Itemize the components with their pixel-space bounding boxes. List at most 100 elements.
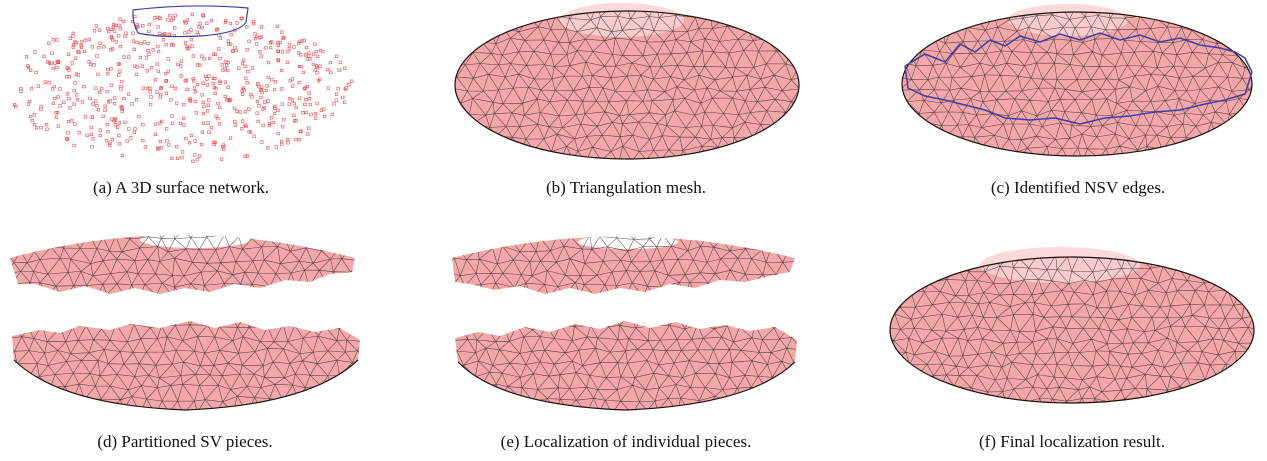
network-node xyxy=(159,122,162,125)
network-node xyxy=(148,53,151,56)
network-node xyxy=(338,69,341,72)
network-node xyxy=(343,101,346,104)
network-node xyxy=(196,31,199,34)
network-node xyxy=(261,141,264,144)
network-node xyxy=(343,67,346,70)
network-node xyxy=(31,119,34,122)
network-node xyxy=(277,109,280,112)
network-node xyxy=(157,26,160,29)
network-node xyxy=(162,39,165,42)
network-node xyxy=(89,97,92,100)
network-node xyxy=(121,154,124,157)
network-node xyxy=(217,102,220,105)
network-node xyxy=(103,45,106,48)
network-node xyxy=(264,101,267,104)
network-node xyxy=(303,87,306,90)
network-node xyxy=(35,126,38,129)
network-node xyxy=(234,124,237,127)
network-node xyxy=(265,47,268,50)
network-node xyxy=(191,45,194,48)
network-node xyxy=(69,107,72,110)
network-node xyxy=(149,90,152,93)
caption-a: (a) A 3D surface network. xyxy=(93,178,269,198)
network-node xyxy=(67,132,70,135)
network-node xyxy=(78,132,81,135)
network-node xyxy=(206,84,209,87)
network-node xyxy=(160,93,163,96)
network-node xyxy=(175,102,178,105)
network-node xyxy=(128,128,131,131)
network-node xyxy=(56,66,59,69)
network-node xyxy=(52,39,55,42)
network-node xyxy=(81,101,84,104)
network-node xyxy=(295,138,298,141)
network-node xyxy=(147,49,150,52)
network-node xyxy=(199,22,202,25)
network-node xyxy=(287,142,290,145)
network-node xyxy=(156,63,159,66)
network-node xyxy=(254,33,257,36)
network-node xyxy=(167,19,170,22)
network-node xyxy=(20,87,23,90)
network-node xyxy=(312,63,315,66)
network-node xyxy=(282,37,285,40)
network-node xyxy=(260,26,263,29)
network-node xyxy=(59,88,62,91)
network-node xyxy=(73,90,76,93)
network-node xyxy=(159,140,162,143)
mesh-cap-b xyxy=(560,3,684,37)
network-node xyxy=(281,88,284,91)
network-node xyxy=(293,102,296,105)
network-node xyxy=(248,108,251,111)
network-node xyxy=(57,125,60,128)
network-node xyxy=(132,40,135,43)
network-node xyxy=(145,57,148,60)
network-node xyxy=(68,76,71,79)
network-node xyxy=(207,122,210,125)
network-node xyxy=(88,38,91,41)
network-node xyxy=(288,44,291,47)
network-node xyxy=(283,36,286,39)
network-node xyxy=(241,128,244,131)
network-node xyxy=(124,121,127,124)
network-node xyxy=(72,35,75,38)
network-node xyxy=(256,112,259,115)
network-node xyxy=(271,78,274,81)
network-node xyxy=(293,46,296,49)
network-node xyxy=(77,74,80,77)
network-node xyxy=(99,134,102,137)
network-node xyxy=(204,75,207,78)
network-node xyxy=(30,87,33,90)
network-node xyxy=(131,103,134,106)
network-node xyxy=(226,69,229,72)
network-node xyxy=(293,114,296,117)
network-node xyxy=(110,48,113,51)
network-node xyxy=(193,87,196,90)
network-node xyxy=(48,42,51,45)
network-node xyxy=(310,113,313,116)
network-node xyxy=(100,87,103,90)
network-node xyxy=(165,43,168,46)
network-node xyxy=(119,70,122,73)
network-node xyxy=(195,112,198,115)
network-node xyxy=(305,46,308,49)
network-node xyxy=(167,58,170,61)
network-node xyxy=(275,146,278,149)
network-node xyxy=(122,20,125,23)
network-node xyxy=(117,74,120,77)
network-node xyxy=(221,64,224,67)
network-node xyxy=(202,112,205,115)
network-node xyxy=(125,32,128,35)
network-node xyxy=(123,97,126,100)
caption-f: (f) Final localization result. xyxy=(979,432,1165,452)
network-node xyxy=(141,65,144,68)
network-node xyxy=(314,117,317,120)
network-node xyxy=(68,97,71,100)
network-node xyxy=(202,101,205,104)
network-node xyxy=(91,146,94,149)
network-node xyxy=(44,81,47,84)
network-node xyxy=(180,65,183,68)
network-node xyxy=(246,48,249,51)
network-node xyxy=(74,123,77,126)
network-node xyxy=(206,78,209,81)
